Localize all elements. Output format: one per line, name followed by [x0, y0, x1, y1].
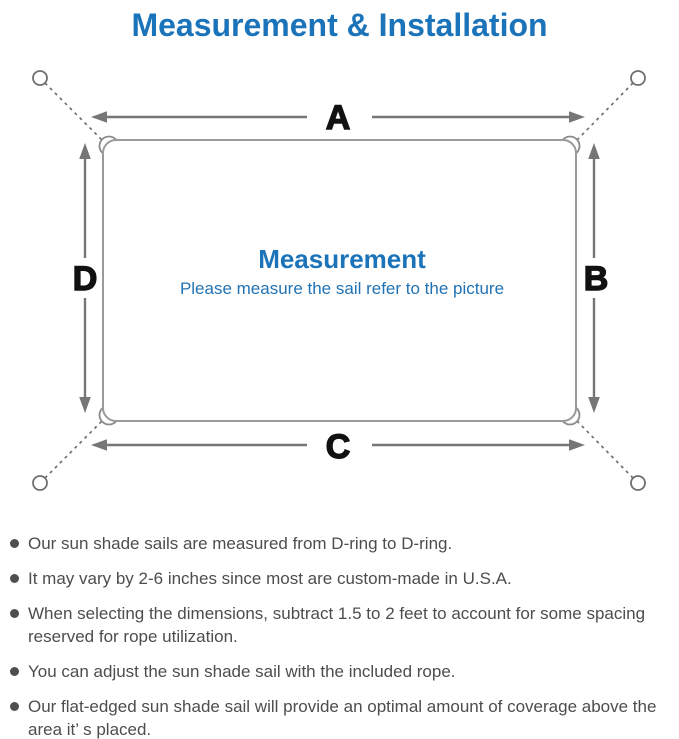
arrowhead-right-icon: [569, 439, 585, 451]
note-text: You can adjust the sun shade sail with t…: [28, 662, 456, 681]
arrowhead-left-icon: [91, 111, 107, 123]
note-text: When selecting the dimensions, subtract …: [28, 604, 646, 646]
dimension-label-d: D: [73, 260, 98, 298]
bullet-icon: [10, 574, 19, 583]
tie-rope-dashed-line: [576, 420, 634, 479]
arrowhead-up-icon: [588, 143, 600, 159]
note-text: Our flat-edged sun shade sail will provi…: [28, 697, 657, 739]
anchor-point-circle: [630, 475, 646, 491]
diagram-center-subtitle: Please measure the sail refer to the pic…: [180, 279, 504, 298]
bullet-icon: [10, 609, 19, 618]
arrowhead-down-icon: [79, 397, 91, 413]
note-text: Our sun shade sails are measured from D-…: [28, 534, 453, 553]
arrowhead-right-icon: [569, 111, 585, 123]
list-item: Our sun shade sails are measured from D-…: [10, 532, 669, 555]
tie-rope-dashed-line: [44, 82, 103, 141]
diagram-center-title: Measurement: [258, 244, 426, 274]
anchor-point-circle: [630, 70, 646, 86]
dimension-label-a: A: [326, 99, 351, 137]
tie-rope-dashed-line: [576, 82, 634, 141]
bullet-icon: [10, 702, 19, 711]
list-item: When selecting the dimensions, subtract …: [10, 602, 669, 648]
notes-list: Our sun shade sails are measured from D-…: [0, 532, 679, 739]
dimension-arrow-b: [588, 143, 600, 413]
bullet-icon: [10, 539, 19, 548]
shade-sail-outline: [102, 139, 577, 422]
bullet-icon: [10, 667, 19, 676]
shade-sail-infographic: Measurement & Installation: [0, 6, 679, 739]
tie-rope-dashed-line: [44, 420, 103, 479]
measurement-diagram: A B C D Measurement Please measure the s…: [32, 70, 646, 491]
arrowhead-up-icon: [79, 143, 91, 159]
page-title: Measurement & Installation: [131, 7, 548, 43]
dimension-arrow-c: [91, 439, 585, 451]
arrowhead-left-icon: [91, 439, 107, 451]
anchor-point-circle: [32, 70, 48, 86]
anchor-points: [32, 70, 646, 491]
anchor-point-circle: [32, 475, 48, 491]
note-text: It may vary by 2-6 inches since most are…: [28, 569, 512, 588]
list-item: It may vary by 2-6 inches since most are…: [10, 567, 669, 590]
dimension-arrow-a: [91, 111, 585, 123]
dimension-arrow-d: [79, 143, 91, 413]
dimension-label-c: C: [326, 428, 351, 466]
list-item: You can adjust the sun shade sail with t…: [10, 660, 669, 683]
arrowhead-down-icon: [588, 397, 600, 413]
list-item: Our flat-edged sun shade sail will provi…: [10, 695, 669, 739]
dimension-label-b: B: [584, 260, 609, 298]
